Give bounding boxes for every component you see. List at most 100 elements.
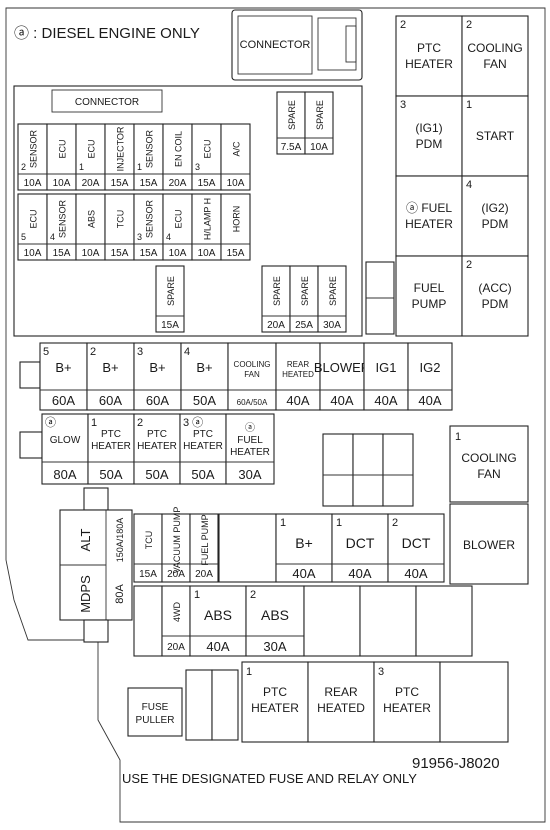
mini-fuse-slot xyxy=(104,193,135,261)
fuse-amp: 30A xyxy=(238,467,261,482)
spare-fuse-label: SPARE xyxy=(287,100,297,130)
fuse-label: IG2 xyxy=(420,360,441,375)
fuse-label: B+ xyxy=(196,360,212,375)
mini-fuse-slot xyxy=(133,123,164,191)
relay-box xyxy=(395,175,463,257)
cooling-fan-relay-num: 1 xyxy=(455,431,461,443)
fuse-number: 2 xyxy=(137,417,143,429)
fuse-number: 3 ⓐ xyxy=(183,416,203,429)
spare-fuse-slot xyxy=(276,91,306,155)
inner-connector-label: CONNECTOR xyxy=(75,97,139,108)
fuse-body xyxy=(227,342,277,411)
fuse-label: B+ xyxy=(149,360,165,375)
fuse-label: DCT xyxy=(402,535,431,551)
fuse-body xyxy=(87,413,135,485)
fuse-label: IG1 xyxy=(376,360,397,375)
blower-relay-label: BLOWER xyxy=(463,538,515,552)
mini-fuse-number: 1 xyxy=(79,162,84,172)
mini-fuse-label: ECU xyxy=(58,139,68,158)
mini-fuse-number: 3 xyxy=(195,162,200,172)
spare-fuse-label: SPARE xyxy=(328,276,338,306)
relay-label: START xyxy=(476,129,515,143)
relay-label: (IG2)PDM xyxy=(481,201,508,231)
row-b-tab xyxy=(19,431,43,459)
mini-fuse-amp: 15A xyxy=(111,248,129,259)
mini-fuse-label: VACUUM PUMP xyxy=(172,507,182,574)
relay-number: 3 xyxy=(378,666,384,678)
mini-fuse-slot xyxy=(17,193,48,261)
fuse-amp: 50A xyxy=(99,467,122,482)
relay-box xyxy=(461,255,529,337)
row-d-empty-slots xyxy=(303,585,473,657)
row-a-tab xyxy=(19,361,41,389)
relay-box xyxy=(461,95,529,177)
mini-fuse-slot xyxy=(162,193,193,261)
fuse-number: 4 xyxy=(184,346,190,358)
relay-box xyxy=(461,15,529,97)
mini-fuse-label: TCU xyxy=(116,210,126,229)
fuse-number: 1 xyxy=(336,517,342,529)
relay-box xyxy=(395,95,463,177)
fuse-number: 2 xyxy=(90,346,96,358)
fuse-amp: 40A xyxy=(404,566,427,581)
fuse-number: 1 xyxy=(280,517,286,529)
mdps-label: MDPS xyxy=(78,575,93,613)
top-connector-housing xyxy=(231,9,363,81)
mini-fuse-label: ECU xyxy=(87,139,97,158)
mini-fuse-slot xyxy=(17,123,48,191)
mini-fuse-number: 1 xyxy=(137,162,142,172)
relay-label: (IG1)PDM xyxy=(415,121,442,151)
fuse-label: 4WD xyxy=(172,602,182,623)
mini-fuse-label: H/LAMP H xyxy=(203,198,213,240)
mini-fuse-slot xyxy=(162,123,193,191)
spare-fuse-label: SPARE xyxy=(166,276,176,306)
fuse-body xyxy=(179,413,227,485)
spare-fuse-slot xyxy=(289,265,319,333)
fuse-number: 1 xyxy=(194,589,200,601)
mini-fuse-label: FUEL PUMP xyxy=(200,514,210,565)
mini-fuse-label: SENSOR xyxy=(145,199,155,238)
fuse-body xyxy=(41,413,89,485)
mini-fuse-label: EN COIL xyxy=(174,131,184,167)
fuse-amp: 30A xyxy=(263,639,286,654)
spare-fuse-holders xyxy=(185,669,239,741)
fuse-puller-box xyxy=(127,687,183,737)
relay-number: 3 xyxy=(400,99,406,111)
diesel-engine-note: ⓐ : DIESEL ENGINE ONLY xyxy=(14,25,200,42)
mini-fuse-slot xyxy=(75,193,106,261)
fuse-body xyxy=(225,413,275,485)
mini-fuse-amp: 15A xyxy=(198,178,216,189)
mini-fuse-number: 4 xyxy=(50,232,55,242)
fuse-body xyxy=(39,342,88,411)
blower-relay-box xyxy=(449,503,529,585)
